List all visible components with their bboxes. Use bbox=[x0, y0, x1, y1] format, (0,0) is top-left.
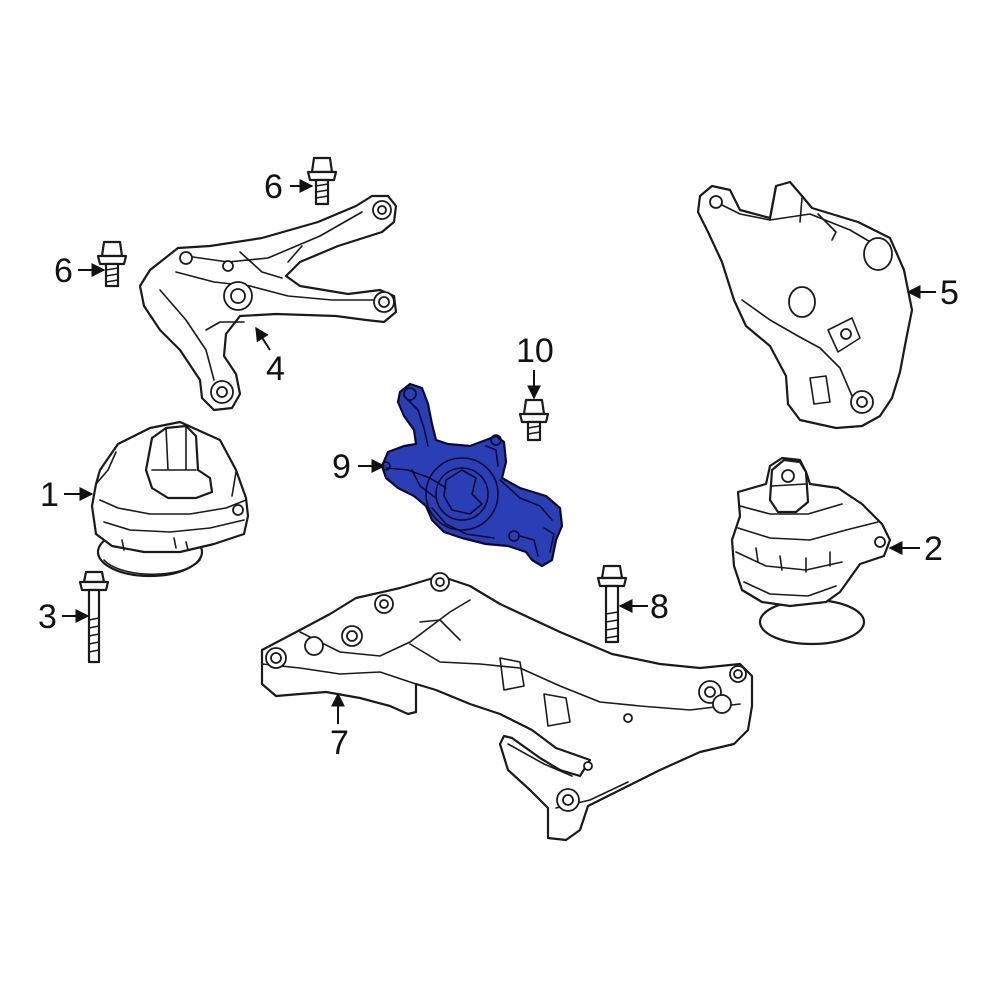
callout-1: 1 bbox=[40, 476, 59, 514]
part-1-engine-mount[interactable] bbox=[90, 420, 250, 578]
part-6-bolt-top[interactable] bbox=[306, 156, 338, 206]
part-9-transmission-mount[interactable] bbox=[380, 382, 564, 568]
part-7-crossmember[interactable] bbox=[260, 572, 754, 842]
part-5-bracket[interactable] bbox=[696, 180, 914, 430]
callout-6-left: 6 bbox=[54, 252, 73, 290]
callout-5: 5 bbox=[940, 274, 959, 312]
part-8-bolt[interactable] bbox=[596, 564, 628, 644]
part-3-bolt[interactable] bbox=[78, 570, 110, 664]
callout-labels: 1 2 3 4 5 6 6 7 8 9 10 bbox=[38, 168, 959, 762]
part-4-bracket[interactable] bbox=[138, 194, 398, 412]
callout-3: 3 bbox=[38, 598, 57, 636]
callout-4: 4 bbox=[266, 350, 285, 388]
callout-7: 7 bbox=[330, 724, 349, 762]
part-6-bolt-left[interactable] bbox=[96, 240, 128, 288]
callout-9: 9 bbox=[332, 448, 351, 486]
callout-10: 10 bbox=[516, 332, 554, 370]
callout-8: 8 bbox=[650, 588, 669, 626]
leader-4 bbox=[255, 326, 271, 351]
callout-6-top: 6 bbox=[264, 168, 283, 206]
part-10-bolt[interactable] bbox=[518, 398, 550, 442]
leader-lines bbox=[62, 179, 936, 724]
part-2-engine-mount[interactable] bbox=[730, 456, 892, 646]
callout-2: 2 bbox=[924, 530, 943, 568]
